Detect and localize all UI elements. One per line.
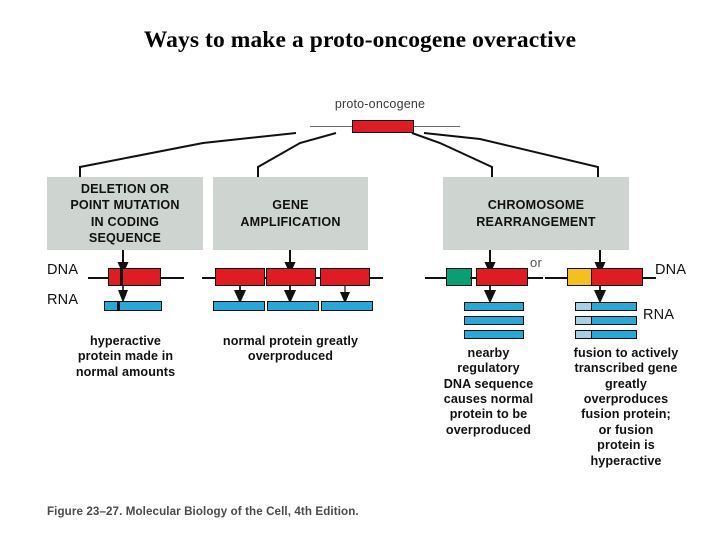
rna-fusion-transcript-2 bbox=[575, 316, 637, 325]
dna-strand-3b-left bbox=[545, 277, 569, 279]
dna-strand-3b-right bbox=[642, 277, 656, 279]
page-title: Ways to make a proto-oncogene overactive bbox=[143, 27, 577, 53]
figure-source-caption: Figure 23–27. Molecular Biology of the C… bbox=[47, 505, 359, 518]
dna-strand-2-end bbox=[369, 277, 383, 279]
rna-transcript-3a-3 bbox=[464, 330, 524, 339]
amplified-gene-copy-3 bbox=[320, 268, 370, 286]
mechanism-box-deletion-point-mutation: DELETION OR POINT MUTATION IN CODING SEQ… bbox=[47, 177, 203, 250]
mechanism-box-gene-amplification: GENE AMPLIFICATION bbox=[213, 177, 368, 250]
fusion-transcript-partner-segment-3 bbox=[576, 331, 592, 338]
rna-label-right: RNA bbox=[643, 307, 675, 323]
rna-transcript-3a-1 bbox=[464, 302, 524, 311]
oncogene-block-3b bbox=[591, 268, 643, 286]
rna-fusion-transcript-1 bbox=[575, 302, 637, 311]
rna-transcript-copy-3 bbox=[321, 301, 373, 311]
pathway-diagram: proto-oncogene DELETION OR POINT MUTATIO… bbox=[0, 95, 720, 495]
dna-label-left: DNA bbox=[47, 262, 79, 278]
fusion-partner-block bbox=[567, 268, 593, 286]
mechanism-box-amplification-label: GENE AMPLIFICATION bbox=[240, 198, 341, 229]
connector-lines bbox=[79, 132, 607, 304]
dna-strand-3a-right bbox=[527, 277, 543, 279]
outcome-caption-deletion: hyperactive protein made in normal amoun… bbox=[75, 334, 176, 379]
dna-strand-1-right bbox=[160, 277, 184, 279]
rna-fusion-transcript-3 bbox=[575, 330, 637, 339]
dna-label-right: DNA bbox=[655, 262, 687, 278]
or-label: or bbox=[530, 255, 543, 270]
rna-transcript-copy-2 bbox=[267, 301, 319, 311]
fusion-transcript-partner-segment-2 bbox=[576, 317, 592, 324]
dna-strand-2-start bbox=[202, 277, 216, 279]
outcome-caption-fusion: fusion to actively transcribed gene grea… bbox=[573, 346, 679, 468]
rna-transcript-3a-2 bbox=[464, 316, 524, 325]
proto-oncogene-gene-block bbox=[352, 120, 414, 133]
mechanism-box-chromosome-rearrangement: CHROMOSOME REARRANGEMENT bbox=[443, 177, 629, 250]
amplified-gene-copy-2 bbox=[266, 268, 316, 286]
rna-label-left: RNA bbox=[47, 292, 79, 308]
regulatory-sequence-block bbox=[446, 268, 472, 286]
outcome-caption-regulatory: nearby regulatory DNA sequence causes no… bbox=[443, 346, 534, 437]
mechanism-box-rearrangement-label: CHROMOSOME REARRANGEMENT bbox=[476, 198, 596, 229]
source-dna-line-right bbox=[412, 126, 460, 128]
amplified-gene-copy-1 bbox=[215, 268, 265, 286]
mutated-gene-block bbox=[108, 268, 161, 286]
rna-mutation-tick bbox=[117, 302, 120, 310]
outcome-caption-amplification: normal protein greatly overproduced bbox=[222, 334, 359, 364]
source-dna-line-left bbox=[310, 126, 370, 128]
rna-transcript-mutant bbox=[104, 301, 162, 311]
dna-strand-1-left bbox=[88, 277, 110, 279]
proto-oncogene-label: proto-oncogene bbox=[334, 97, 426, 111]
dna-strand-3a-left bbox=[425, 277, 447, 279]
dna-strand-3a-gap bbox=[470, 277, 478, 279]
oncogene-block-3a bbox=[476, 268, 528, 286]
fusion-transcript-partner-segment-1 bbox=[576, 303, 592, 310]
point-mutation-tick bbox=[120, 269, 124, 285]
rna-transcript-copy-1 bbox=[213, 301, 265, 311]
mechanism-box-deletion-label: DELETION OR POINT MUTATION IN CODING SEQ… bbox=[70, 182, 180, 245]
